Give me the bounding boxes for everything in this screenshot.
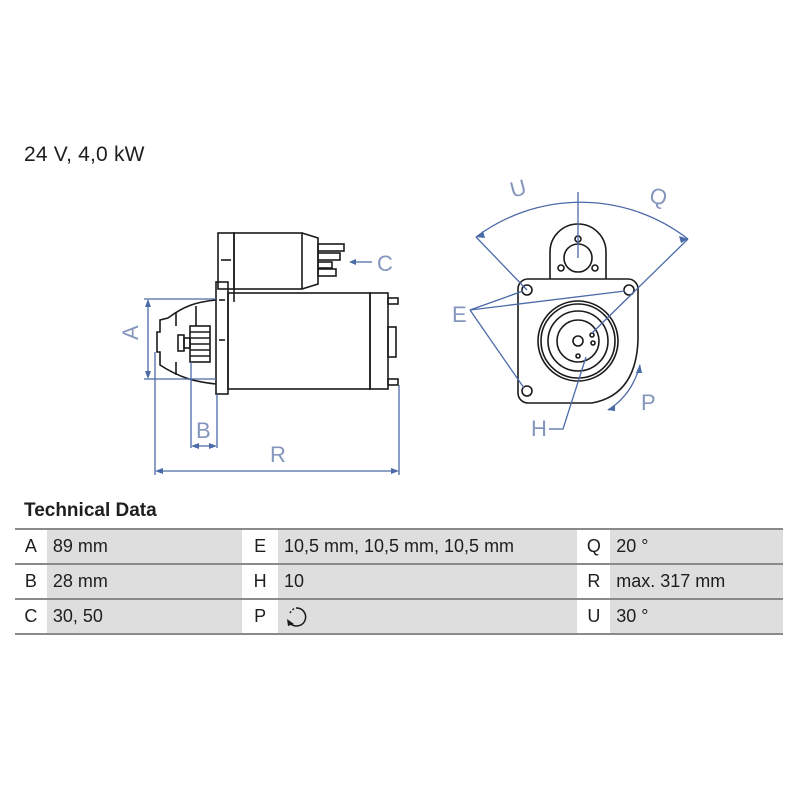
- key-a: A: [15, 528, 47, 565]
- spec-title: 24 V, 4,0 kW: [24, 143, 145, 166]
- starter-motor-drawing: A B C R: [118, 174, 689, 475]
- value-a: 89 mm: [46, 528, 243, 565]
- label-a: A: [118, 325, 143, 340]
- label-e: E: [452, 302, 467, 327]
- table-row: A 89 mm E 10,5 mm, 10,5 mm, 10,5 mm Q 20…: [15, 528, 783, 565]
- key-p: P: [242, 598, 278, 635]
- key-h: H: [242, 563, 278, 600]
- side-view-dimensions: [144, 259, 400, 475]
- value-p: [277, 598, 578, 635]
- key-e: E: [242, 528, 278, 565]
- front-view: [517, 223, 639, 404]
- value-q: 20 °: [610, 528, 783, 565]
- key-q: Q: [577, 528, 611, 565]
- value-r: max. 317 mm: [610, 563, 783, 600]
- front-view-dimensions: [469, 192, 689, 430]
- table-row: B 28 mm H 10 R max. 317 mm: [15, 563, 783, 600]
- value-h: 10: [277, 563, 578, 600]
- side-view: [156, 232, 399, 395]
- label-h: H: [531, 416, 547, 441]
- key-u: U: [577, 598, 611, 635]
- front-view-labels: U Q E H P: [452, 174, 670, 441]
- value-e: 10,5 mm, 10,5 mm, 10,5 mm: [277, 528, 578, 565]
- label-p: P: [641, 390, 656, 415]
- label-u: U: [507, 174, 529, 202]
- value-u: 30 °: [610, 598, 783, 635]
- value-b: 28 mm: [46, 563, 243, 600]
- table-row: C 30, 50 P U 30 °: [15, 598, 783, 635]
- rotation-counterclockwise-icon: [286, 606, 307, 627]
- key-b: B: [15, 563, 47, 600]
- technical-data-table: A 89 mm E 10,5 mm, 10,5 mm, 10,5 mm Q 20…: [15, 528, 783, 635]
- label-b: B: [196, 418, 211, 443]
- label-c: C: [377, 251, 393, 276]
- side-view-labels: A B C R: [118, 251, 393, 467]
- technical-data-title: Technical Data: [24, 500, 157, 521]
- value-c: 30, 50: [46, 598, 243, 635]
- key-c: C: [15, 598, 47, 635]
- label-r: R: [270, 442, 286, 467]
- key-r: R: [577, 563, 611, 600]
- label-q: Q: [647, 182, 670, 211]
